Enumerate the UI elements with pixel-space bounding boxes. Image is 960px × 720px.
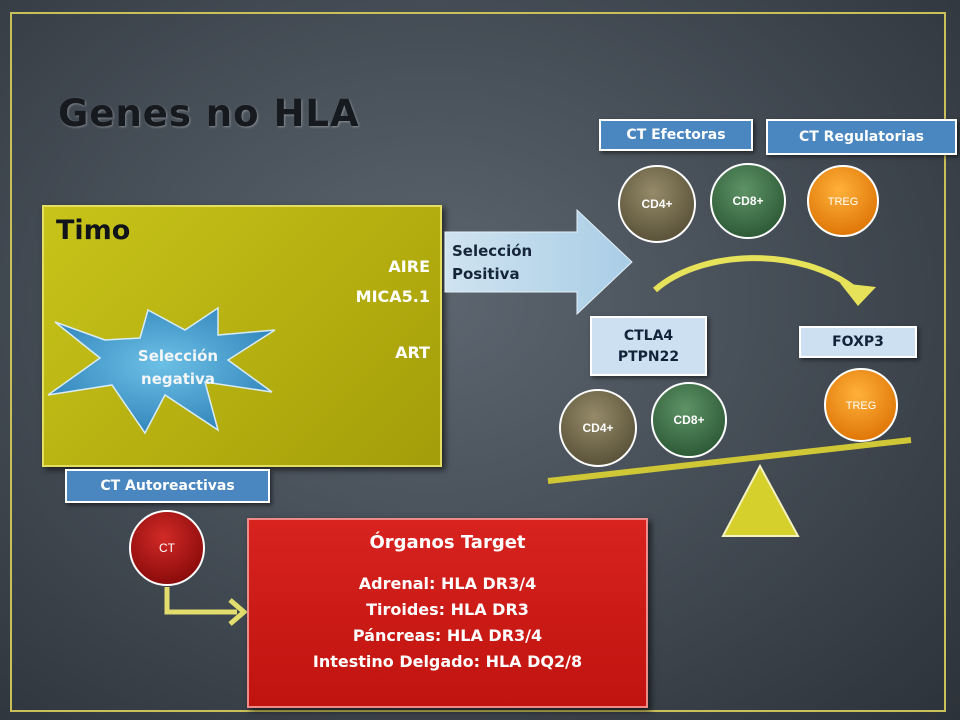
bottom-treg-label: TREG — [846, 400, 877, 412]
positive-selection-arrow — [444, 208, 633, 316]
top-cd4-label: CD4+ — [641, 197, 672, 211]
bottom-cd8-cell: CD8+ — [651, 382, 727, 458]
organ-adrenal: Adrenal: HLA DR3/4 — [358, 574, 537, 593]
ct-efectoras-label: CT Efectoras — [626, 127, 726, 143]
ctla4-label: CTLA4 — [623, 328, 674, 344]
ct-regulatorias-label: CT Regulatorias — [798, 129, 924, 145]
gene-mica: MICA5.1 — [355, 287, 430, 306]
ct-cell: CT — [129, 510, 205, 586]
top-cd8-cell: CD8+ — [710, 163, 786, 239]
ct-arrow-head — [228, 598, 248, 626]
ct-autoreactivas-label: CT Autoreactivas — [100, 478, 235, 494]
positive-selection-text: Selección Positiva — [452, 240, 532, 286]
organos-target-box: Órganos Target Adrenal: HLA DR3/4 Tiroid… — [247, 518, 648, 708]
ct-efectoras-tag: CT Efectoras — [599, 119, 753, 151]
ptpn22-label: PTPN22 — [617, 349, 680, 365]
positive-selection-line1: Selección — [452, 242, 533, 260]
ct-autoreactivas-tag: CT Autoreactivas — [65, 469, 270, 503]
ctla4-ptpn22-tag: CTLA4 PTPN22 — [590, 316, 707, 376]
balance-beam — [547, 437, 912, 484]
ct-regulatorias-tag: CT Regulatorias — [766, 119, 957, 155]
bottom-cd4-cell: CD4+ — [559, 389, 637, 467]
top-treg-label: TREG — [828, 196, 859, 208]
top-cd4-cell: CD4+ — [618, 165, 696, 243]
foxp3-tag: FOXP3 — [799, 326, 917, 358]
gene-aire: AIRE — [388, 257, 430, 276]
ct-arrow — [164, 587, 237, 615]
top-treg-cell: TREG — [807, 165, 879, 237]
page-title: Genes no HLA — [58, 92, 360, 135]
curved-arrow-head — [840, 283, 876, 306]
balance-fulcrum — [721, 463, 800, 537]
timo-title: Timo — [56, 215, 131, 246]
slide-frame — [10, 12, 946, 712]
negative-selection-line1: Selección — [137, 347, 219, 365]
organ-pancreas: Páncreas: HLA DR3/4 — [352, 626, 543, 645]
bottom-cd8-label: CD8+ — [673, 413, 704, 427]
foxp3-label: FOXP3 — [832, 334, 884, 350]
bottom-cd4-label: CD4+ — [582, 421, 613, 435]
ct-cell-label: CT — [159, 541, 176, 555]
negative-selection-star — [47, 306, 276, 435]
organ-intestino: Intestino Delgado: HLA DQ2/8 — [312, 652, 583, 671]
curved-arrow — [653, 255, 858, 293]
top-cd8-label: CD8+ — [732, 194, 763, 208]
organ-tiroides: Tiroides: HLA DR3 — [366, 600, 529, 619]
negative-selection-line2: negativa — [141, 370, 215, 388]
bottom-treg-cell: TREG — [824, 368, 898, 442]
gene-art: ART — [395, 343, 430, 362]
organos-target-title: Órganos Target — [369, 532, 526, 553]
positive-selection-line2: Positiva — [452, 265, 520, 283]
negative-selection-text: Selección negativa — [118, 345, 238, 391]
